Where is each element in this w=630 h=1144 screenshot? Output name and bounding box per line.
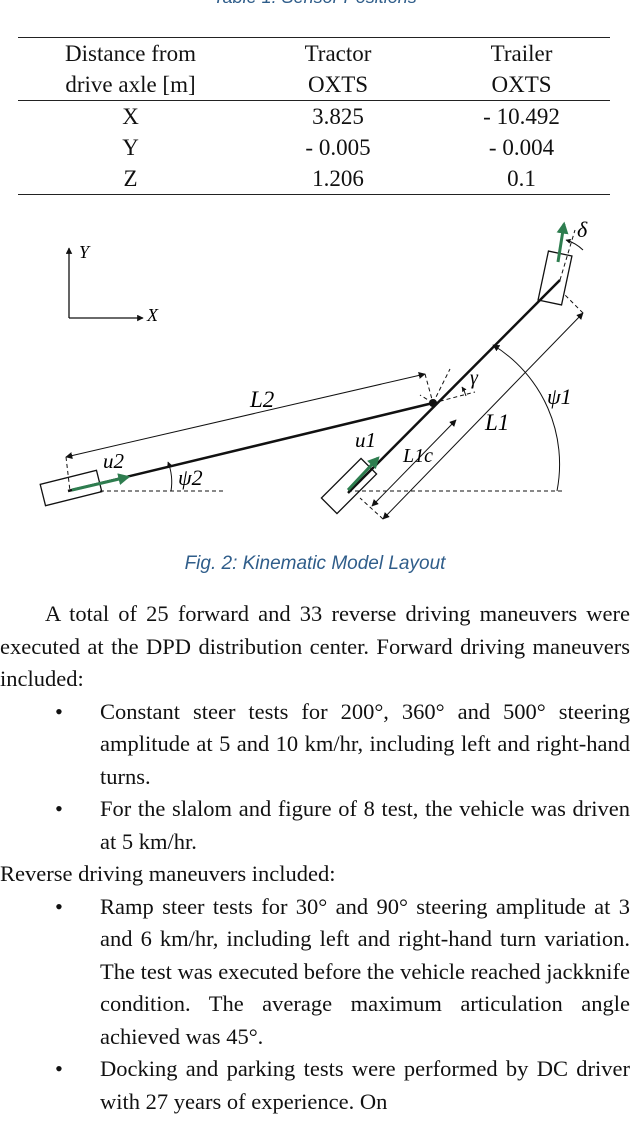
table-cell: Z — [123, 166, 138, 191]
gamma-arc — [461, 386, 467, 397]
L1-label: L1 — [484, 410, 509, 435]
header-tractor-oxts: OXTS — [243, 69, 433, 101]
kinematic-diagram: Y X — [39, 217, 588, 520]
L2-dimension — [65, 372, 426, 459]
intro-paragraph: A total of 25 forward and 33 reverse dri… — [0, 601, 630, 691]
list-item-text: For the slalom and figure of 8 test, the… — [100, 796, 630, 854]
trailer-wheel — [39, 469, 103, 507]
header-trailer-oxts: OXTS — [433, 69, 610, 101]
kinematic-model-figure: Y X — [0, 210, 630, 550]
u1-vector — [346, 456, 380, 492]
bullet-glyph: • — [55, 893, 63, 919]
u2-vector — [71, 473, 131, 492]
table-row: X 3.825 - 10.492 — [18, 101, 610, 133]
list-item-text: Docking and parking tests were performed… — [100, 1056, 630, 1114]
y-axis-label: Y — [79, 242, 91, 262]
u1-label: u1 — [355, 428, 376, 452]
table-cell: 3.825 — [312, 104, 364, 129]
L1c-label: L1c — [402, 445, 433, 467]
table-cell: - 0.005 — [305, 135, 371, 160]
table-cell: X — [122, 104, 139, 129]
table-cell: Y — [122, 135, 139, 160]
delta-label: δ — [577, 217, 588, 242]
list-item: • Ramp steer tests for 30° and 90° steer… — [0, 891, 630, 1054]
sensor-positions-table: Distance from Tractor Trailer drive axle… — [18, 37, 610, 195]
list-item: • Constant steer tests for 200°, 360° an… — [0, 696, 630, 794]
L2-label: L2 — [249, 387, 274, 412]
list-item: • For the slalom and figure of 8 test, t… — [0, 793, 630, 858]
psi2-label: ψ2 — [178, 465, 203, 490]
table-cell: - 0.004 — [488, 135, 555, 160]
bullet-glyph: • — [55, 698, 63, 724]
table-cell: 0.1 — [507, 166, 536, 191]
table-caption: Table 1: Sensor Positions — [0, 0, 630, 8]
reverse-list: • Ramp steer tests for 30° and 90° steer… — [0, 891, 630, 1119]
reference-lines — [100, 229, 576, 492]
gamma-label: γ — [470, 367, 479, 389]
table-cell: 1.206 — [312, 166, 364, 191]
header-distance: Distance from — [65, 41, 196, 66]
steer-vector — [556, 221, 569, 263]
table-cell: - 10.492 — [483, 104, 560, 129]
psi1-arc — [492, 344, 561, 492]
L1c-dimension — [371, 419, 457, 507]
list-item: • Docking and parking tests were perform… — [0, 1053, 630, 1118]
psi2-arc — [167, 461, 173, 492]
x-axis-label: X — [146, 305, 159, 325]
reverse-heading: Reverse driving maneuvers included: — [0, 861, 336, 886]
header-tractor: Tractor — [304, 41, 372, 66]
list-item-text: Constant steer tests for 200°, 360° and … — [100, 698, 630, 789]
psi1-label: ψ1 — [547, 384, 572, 409]
table-row: Y - 0.005 - 0.004 — [18, 132, 610, 163]
header-trailer: Trailer — [490, 41, 553, 66]
L1-dimension — [382, 312, 584, 520]
delta-arc — [565, 238, 584, 251]
table-row: Z 1.206 0.1 — [18, 163, 610, 195]
forward-list: • Constant steer tests for 200°, 360° an… — [0, 696, 630, 859]
u2-label: u2 — [103, 449, 125, 473]
figure-caption: Fig. 2: Kinematic Model Layout — [184, 553, 446, 574]
bullet-glyph: • — [55, 796, 63, 821]
body-text: A total of 25 forward and 33 reverse dri… — [0, 598, 630, 1118]
list-item-text: Ramp steer tests for 30° and 90° steerin… — [100, 893, 630, 1049]
tractor-body-line — [347, 279, 561, 494]
bullet-glyph: • — [55, 1056, 63, 1081]
axes: Y X — [65, 242, 159, 325]
header-drive-axle: drive axle [m] — [18, 69, 243, 101]
